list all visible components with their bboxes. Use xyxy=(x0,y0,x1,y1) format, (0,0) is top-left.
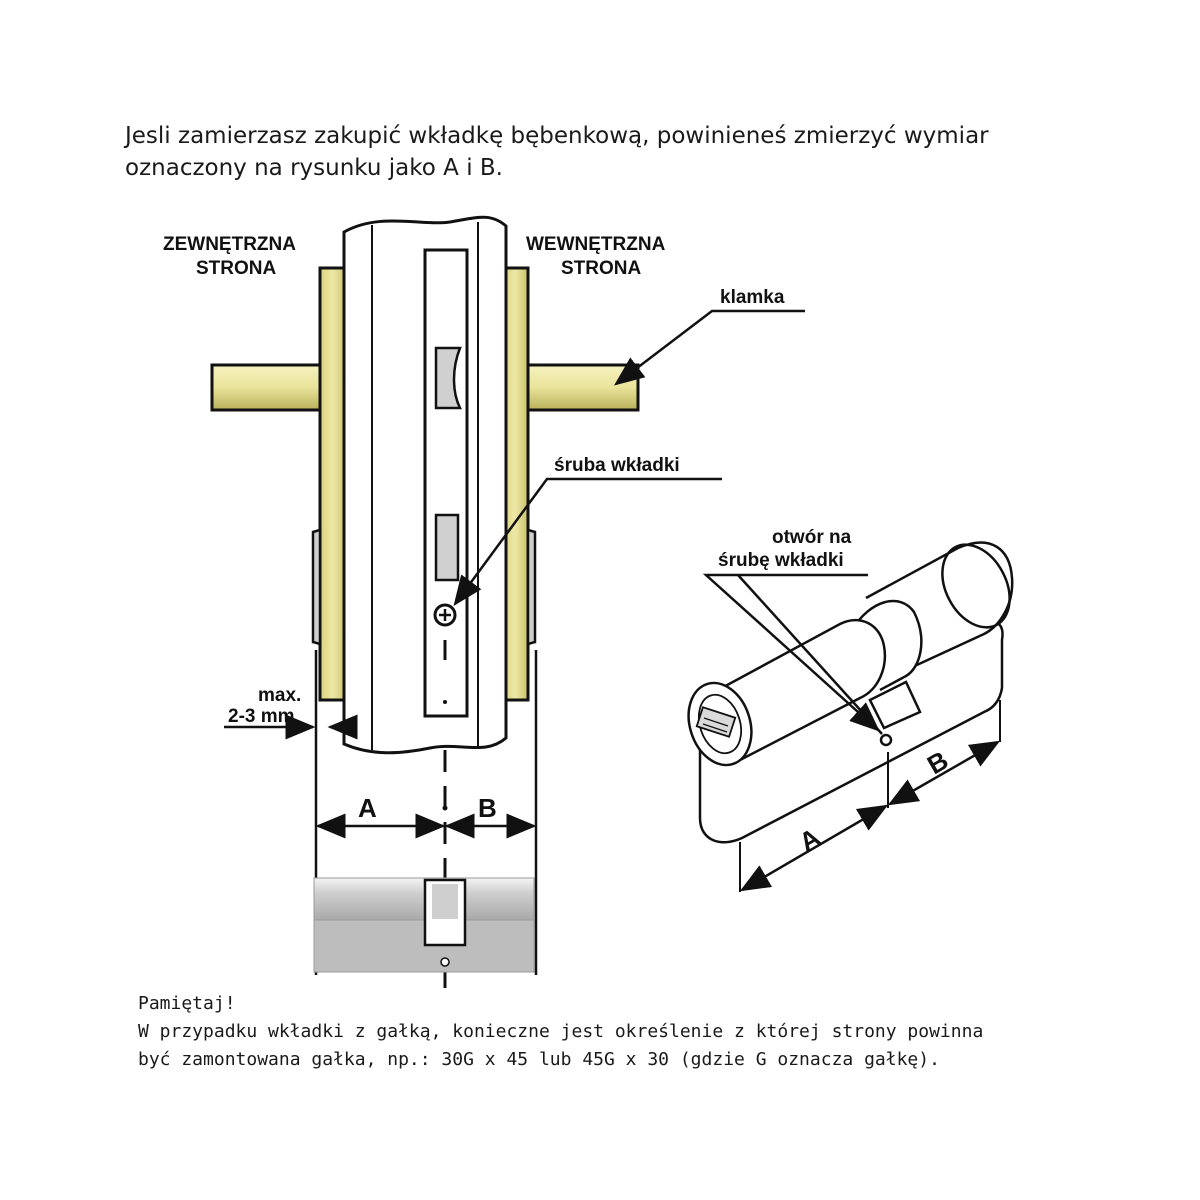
dimension-b-3d-line xyxy=(887,740,1001,806)
bolt xyxy=(434,513,460,582)
note-line-1: Pamiętaj! xyxy=(138,993,236,1014)
screw-hole-label-1: otwór na xyxy=(772,527,852,548)
outer-plate xyxy=(318,266,348,702)
cylinder-cross-section xyxy=(313,877,535,973)
intro-line-1: Jesli zamierzasz zakupić wkładkę bębenko… xyxy=(125,123,989,149)
lock-faceplate xyxy=(423,248,469,718)
note-line-2: W przypadku wkładki z gałką, konieczne j… xyxy=(138,1021,984,1042)
cylinder-3d xyxy=(687,541,1014,844)
screw-hole-callout: otwór na śrubę wkładki xyxy=(702,527,883,735)
cylinder-screw-label: śruba wkładki xyxy=(554,455,680,476)
door-section: A B max. 2-3 mm ZEWNĘTRZNA STRONA WEWNĘT… xyxy=(163,215,805,990)
screw-icon xyxy=(433,603,457,627)
dimension-b-label: B xyxy=(478,793,497,823)
outer-handle xyxy=(210,363,326,412)
dimension-a-3d-label: A xyxy=(794,822,825,857)
screw-hole xyxy=(879,733,893,747)
gap-label-2: 2-3 mm xyxy=(228,706,295,727)
intro-text: Jesli zamierzasz zakupić wkładkę bębenko… xyxy=(125,120,1125,184)
screw-hole-label-2: śrubę wkładki xyxy=(718,550,844,571)
note-line-3: być zamontowana gałka, np.: 30G x 45 lub… xyxy=(138,1049,940,1070)
inner-side-label-2: STRONA xyxy=(561,258,642,279)
outer-side-label-1: ZEWNĘTRZNA xyxy=(163,234,296,255)
inner-handle xyxy=(524,363,640,412)
inner-side-label-1: WEWNĘTRZNA xyxy=(526,234,666,255)
gap-label-1: max. xyxy=(258,685,301,706)
reminder-note: Pamiętaj! W przypadku wkładki z gałką, k… xyxy=(138,990,1138,1074)
outer-side-label-2: STRONA xyxy=(196,258,277,279)
latch xyxy=(434,346,463,410)
dimension-b-3d-label: B xyxy=(922,745,953,780)
intro-line-2: oznaczony na rysunku jako A i B. xyxy=(125,155,503,181)
dimension-a-label: A xyxy=(358,793,377,823)
dimension-a-3d-line xyxy=(739,804,889,892)
handle-label: klamka xyxy=(720,287,785,308)
